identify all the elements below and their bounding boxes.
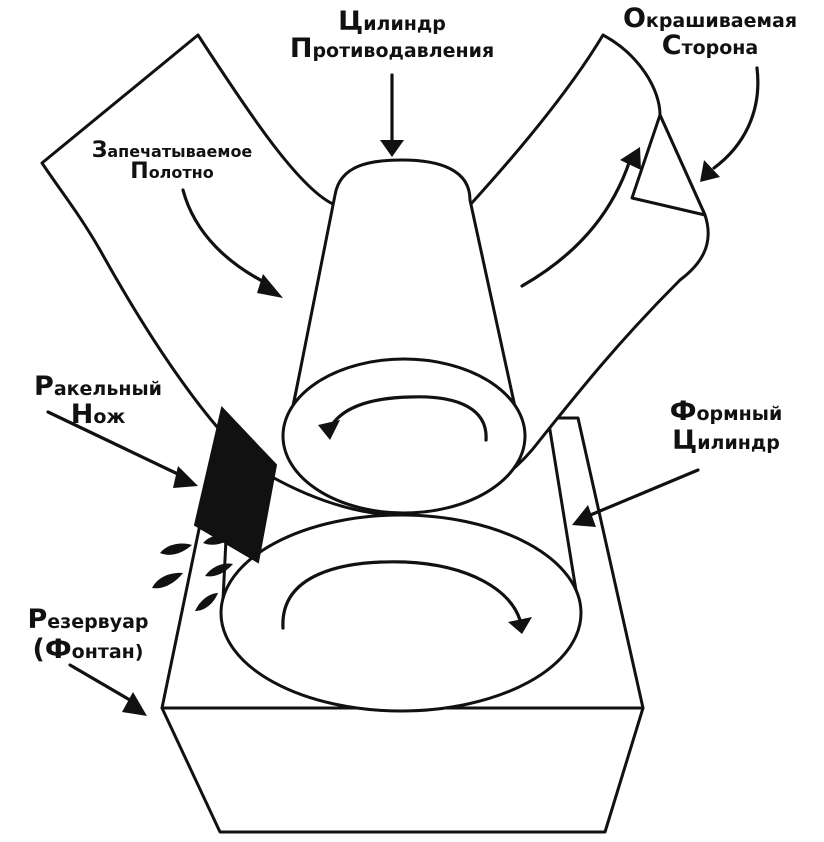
label-doctor-blade-line2: Нож	[71, 399, 126, 430]
reservoir-front-face	[160, 706, 645, 834]
label-printed-web-line2: Полотно	[130, 159, 213, 184]
label-doctor-blade-line1: Ракельный	[34, 371, 162, 402]
label-form-cylinder-line2: Цилиндр	[672, 425, 780, 456]
label-form-cylinder-line1: Формный	[670, 396, 783, 427]
callout-reservoir-line	[68, 663, 137, 705]
labels: Цилиндр Противодавления Окрашиваемая Сто…	[27, 3, 797, 665]
impression-cylinder	[281, 158, 527, 515]
label-painted-side-line1: Окрашиваемая	[623, 3, 797, 34]
callout-printed-web-line	[181, 188, 270, 286]
doctor-blade	[193, 405, 278, 564]
web-travel-arrow-line	[520, 158, 632, 288]
callout-doctor-blade-head	[173, 466, 198, 488]
form-cylinder-rotation-arrowhead	[508, 617, 532, 634]
callout-reservoir-head	[122, 692, 147, 716]
callout-painted-side-line	[712, 66, 760, 170]
callout-doctor-blade-line	[46, 410, 184, 478]
ink-drop-icon	[195, 593, 218, 611]
label-painted-side-line2: Сторона	[662, 30, 759, 61]
label-printed-web-line1: Запечатываемое	[92, 138, 253, 163]
ink-drop-icon	[160, 543, 192, 555]
form-cylinder-rotation-arrow	[281, 560, 522, 630]
impression-cylinder-rotation-arrow	[328, 395, 488, 442]
label-impression-cylinder-line2: Противодавления	[290, 33, 494, 64]
ink-drop-icon	[203, 535, 232, 545]
printed-web-sheet	[40, 33, 402, 517]
impression-cylinder-end	[281, 357, 527, 515]
form-cylinder-end	[219, 513, 583, 713]
label-reservoir-line1: Резервуар	[27, 604, 148, 635]
ink-drop-icon	[205, 563, 233, 577]
callout-printed-web-head	[257, 274, 283, 298]
painted-web-curl	[630, 113, 707, 217]
printed-web	[40, 33, 402, 517]
impression-cylinder-body	[286, 158, 522, 434]
web-travel-arrow-head	[620, 147, 641, 170]
callout-impression-cylinder-head	[380, 140, 404, 157]
callout-form-cylinder-head	[572, 505, 596, 527]
ink-droplets	[152, 535, 233, 611]
callout-arrows	[46, 66, 760, 716]
web-travel-arrow	[520, 147, 641, 288]
callout-form-cylinder-line	[586, 468, 700, 518]
callout-painted-side-head	[700, 160, 720, 182]
impression-cylinder-rotation-arrowhead	[318, 420, 340, 440]
label-reservoir-line2: (Фонтан)	[33, 634, 144, 665]
label-impression-cylinder-line1: Цилиндр	[338, 6, 446, 37]
ink-drop-icon	[152, 572, 183, 589]
